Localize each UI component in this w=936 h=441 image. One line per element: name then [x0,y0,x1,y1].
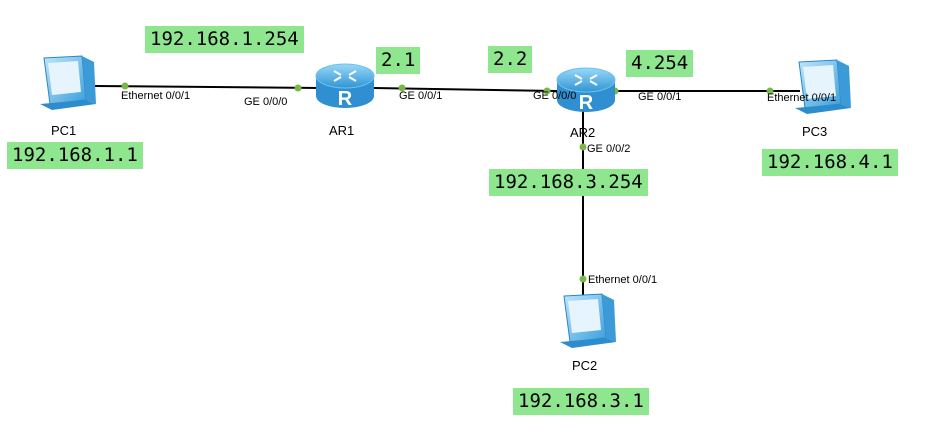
pc-icon [560,293,616,348]
pc3-node[interactable] [785,58,855,118]
ip-label-ar1-lan: 192.168.1.254 [145,26,304,53]
port-label-ar2-ge001: GE 0/0/1 [638,91,682,103]
port-dot-ar2-ge000[interactable] [543,87,551,95]
pc2-label: PC2 [572,358,598,373]
port-label-pc1-eth: Ethernet 0/0/1 [121,90,191,102]
ip-label-pc3: 192.168.4.1 [762,149,898,176]
ip-label-ar1-wan: 2.1 [376,47,421,74]
pc2-node[interactable] [550,292,620,352]
port-dot-ar1-ge001[interactable] [398,84,406,92]
ip-label-ar2-pc3-side: 4.254 [626,50,694,77]
svg-text:R: R [579,92,594,114]
pc-icon [40,55,96,110]
pc1-node[interactable] [30,54,100,114]
ar2-label: AR2 [570,125,596,140]
ar1-label: AR1 [329,123,355,138]
svg-text:R: R [338,88,353,110]
pc-icon [795,59,851,114]
port-label-ar1-ge001: GE 0/0/1 [399,90,443,102]
port-dot-pc1-eth[interactable] [121,82,129,90]
router-icon: R [556,67,616,114]
port-dot-ar2-ge002[interactable] [579,143,587,151]
port-label-ar2-ge000: GE 0/0/0 [533,90,577,102]
port-dot-pc2-eth[interactable] [579,275,587,283]
ip-label-pc2: 192.168.3.1 [513,388,649,415]
port-label-ar2-ge002: GE 0/0/2 [587,143,631,155]
ip-label-ar2-pc2-side: 192.168.3.254 [489,169,648,196]
pc1-label: PC1 [51,123,77,138]
ip-label-pc1: 192.168.1.1 [7,142,143,169]
port-label-ar1-ge000: GE 0/0/0 [244,96,288,108]
pc3-label: PC3 [802,124,828,139]
link-pc1-ar1 [94,85,321,89]
router-icon: R [315,63,375,110]
ar2-node[interactable]: R [555,62,617,118]
port-label-pc3-eth: Ethernet 0/0/1 [767,92,837,104]
port-dot-pc3-eth[interactable] [766,87,774,95]
port-dot-ar1-ge000[interactable] [294,84,302,92]
ar1-node[interactable]: R [314,58,376,114]
ip-label-ar2-wan: 2.2 [488,46,533,73]
port-label-pc2-eth: Ethernet 0/0/1 [588,274,658,286]
